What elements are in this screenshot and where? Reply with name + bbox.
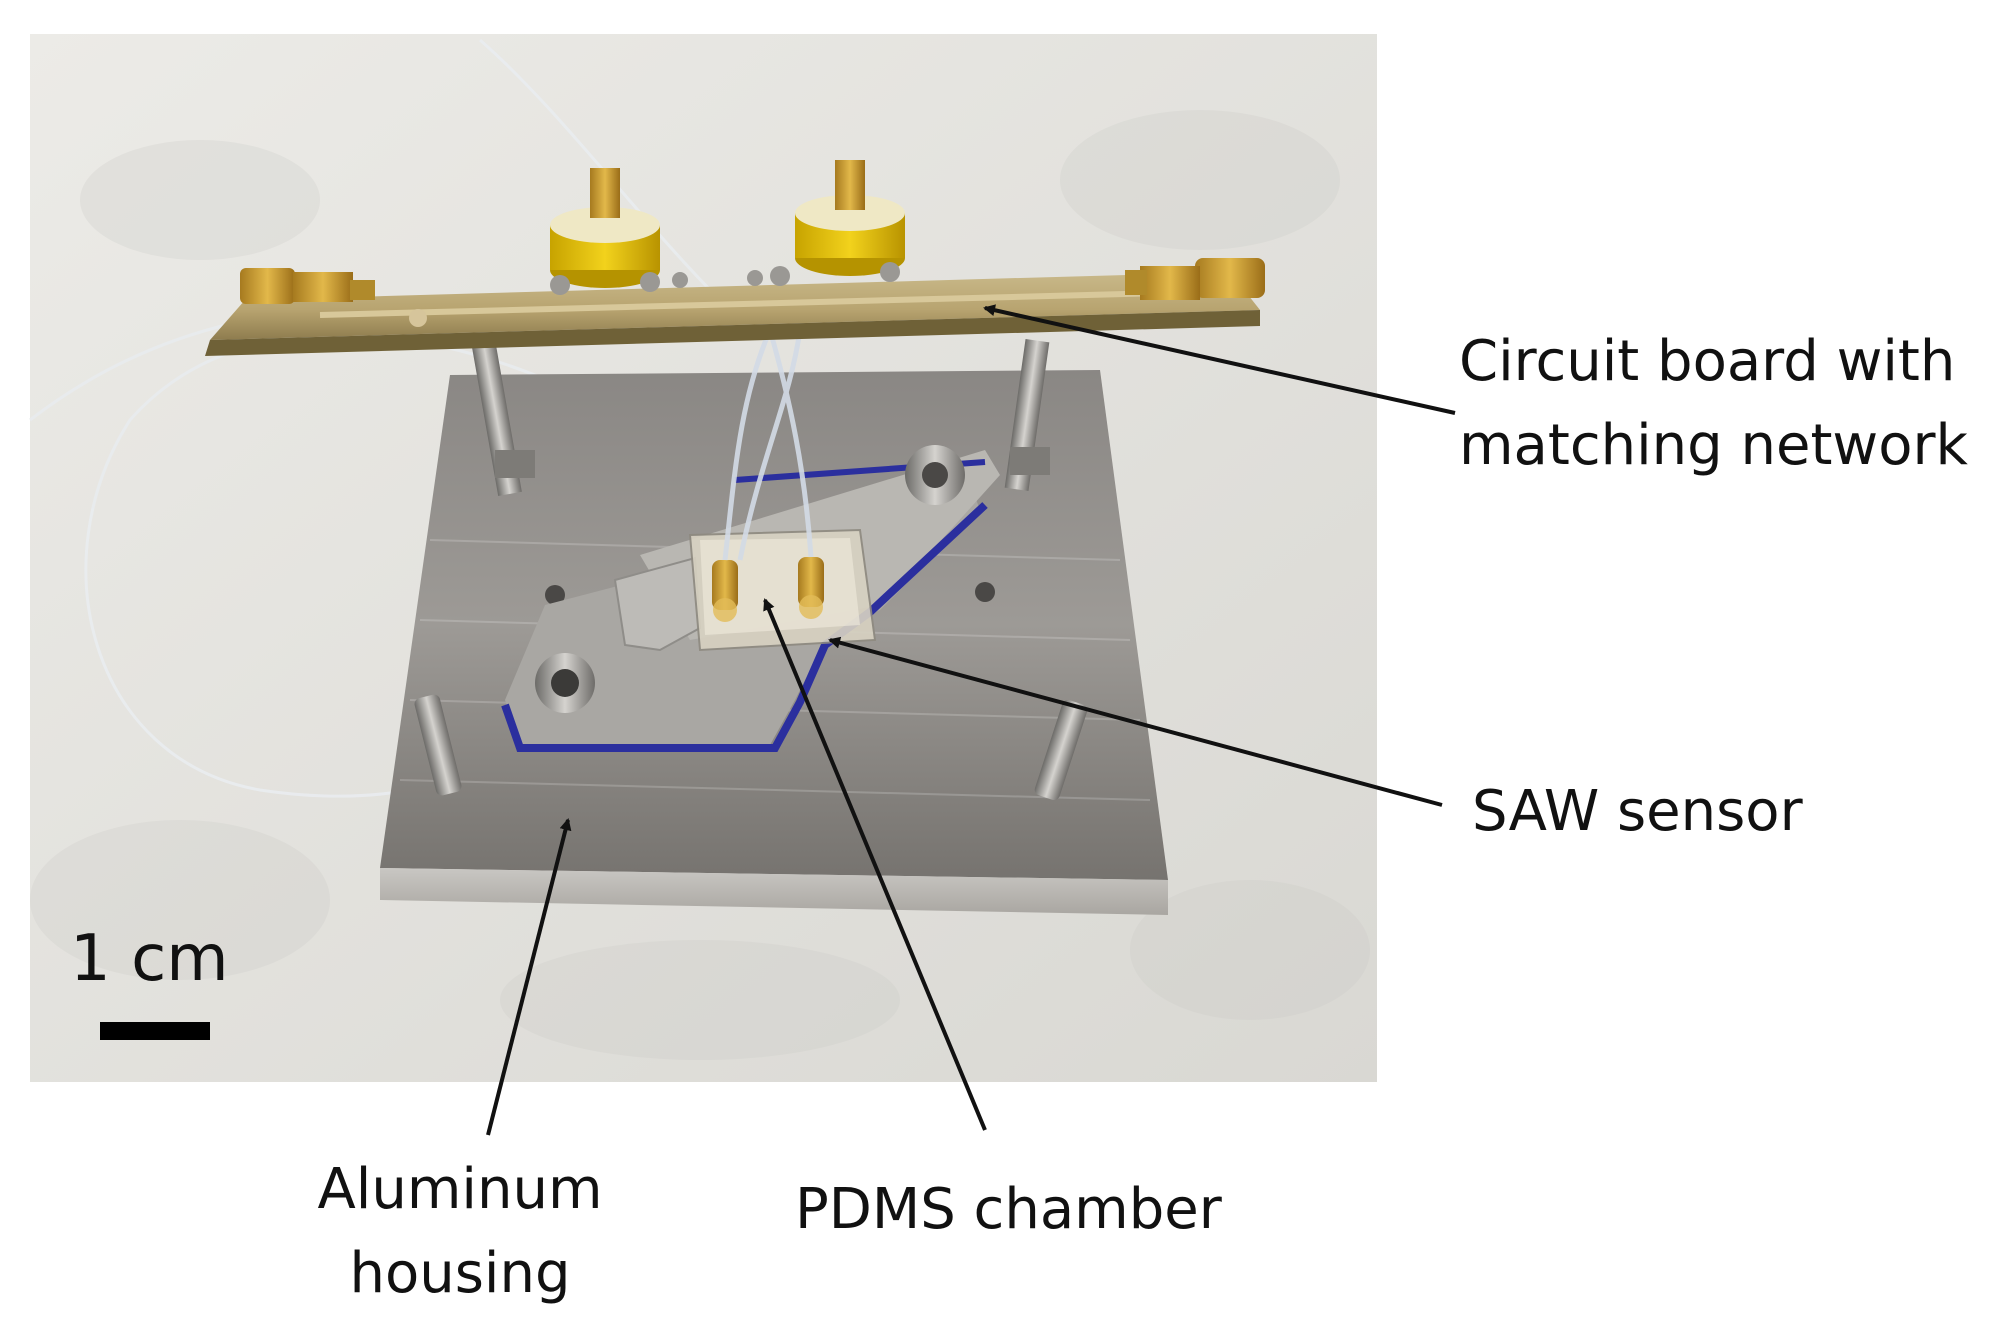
label-pdms-chamber-text: PDMS chamber — [795, 1177, 1222, 1242]
label-pdms-chamber: PDMS chamber — [795, 1168, 1222, 1252]
label-aluminum-housing: Aluminum housing — [300, 1148, 620, 1316]
label-saw-sensor: SAW sensor — [1472, 770, 1803, 854]
arrow-circuit-board — [983, 304, 1456, 415]
label-circuit-board-line1: Circuit board with — [1459, 329, 1956, 394]
sma-connector-right — [1125, 258, 1265, 300]
fluid-tubes — [722, 329, 814, 561]
label-circuit-board-line2: matching network — [1459, 413, 1968, 478]
trimmer-capacitor-left — [550, 168, 660, 288]
paper-texture — [30, 110, 1370, 1060]
photo — [29, 34, 1377, 1082]
circuit-board — [205, 160, 1265, 356]
mount-hole — [975, 582, 995, 602]
aluminum-front-edge — [380, 868, 1168, 915]
label-circuit-board: Circuit board with matching network — [1459, 320, 1968, 488]
pcb-edge — [205, 310, 1260, 356]
label-aluminum-housing-line2: housing — [349, 1241, 571, 1306]
label-aluminum-housing-line1: Aluminum — [317, 1157, 603, 1222]
sma-connector-left — [240, 268, 375, 304]
annotation-arrows — [486, 304, 1456, 1136]
label-saw-sensor-text: SAW sensor — [1472, 779, 1803, 844]
trimmer-capacitor-right — [795, 160, 905, 276]
standoff-posts — [414, 339, 1088, 801]
arrow-aluminum-housing — [486, 818, 572, 1136]
arrow-pdms-chamber — [763, 598, 987, 1131]
arrow-saw-sensor — [828, 636, 1443, 807]
saw-sensor-assembly — [688, 528, 877, 652]
mount-hole — [545, 585, 565, 605]
scale-bar-line — [100, 1022, 210, 1040]
scale-bar — [100, 1022, 210, 1040]
scale-bar-label: 1 cm — [70, 922, 229, 996]
